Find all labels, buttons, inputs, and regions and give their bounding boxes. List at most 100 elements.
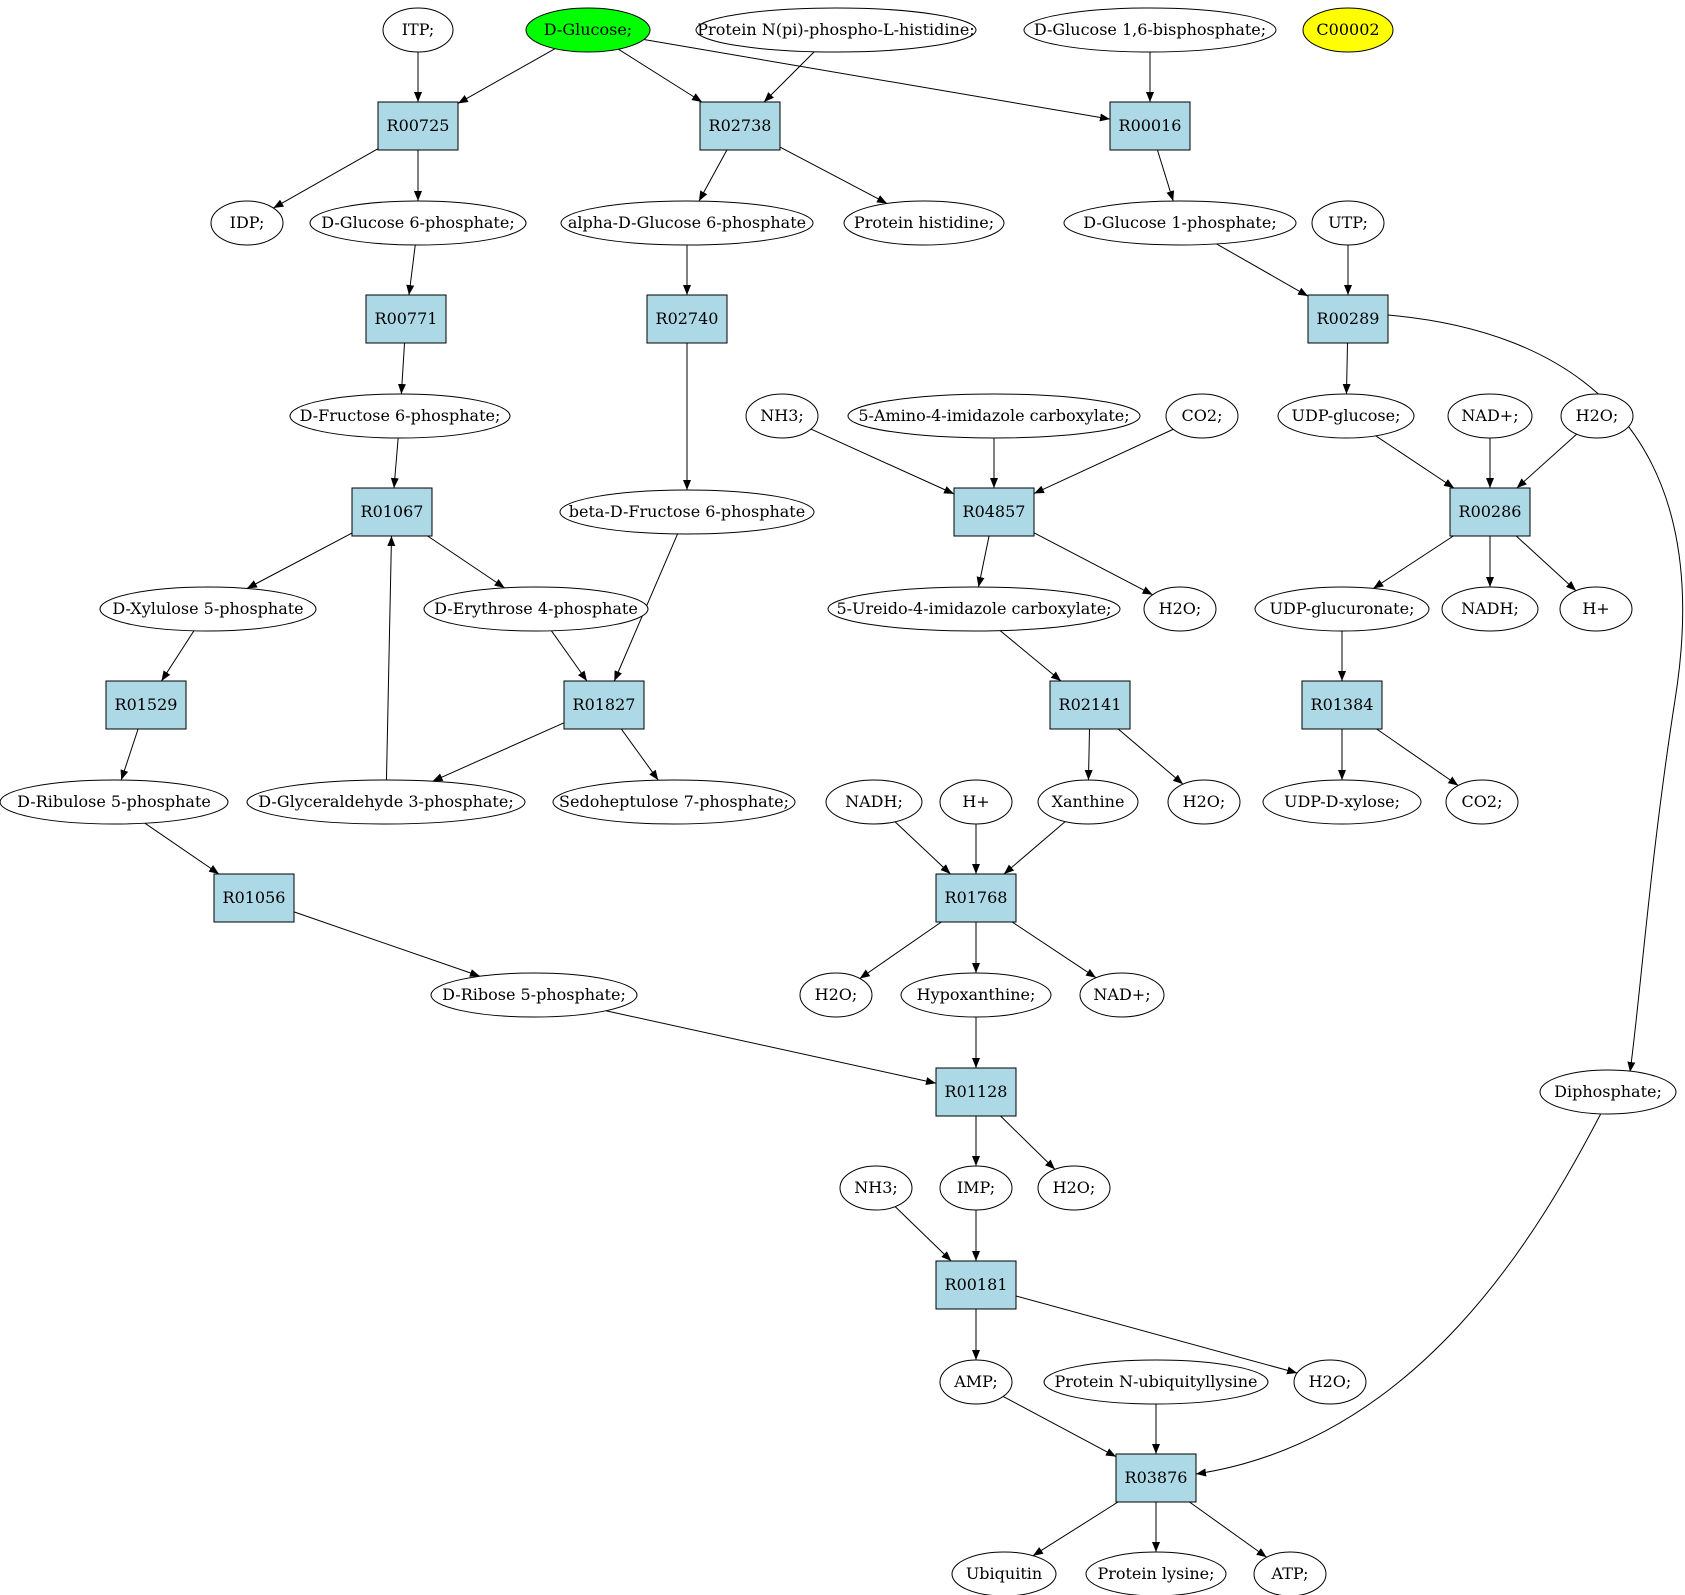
compound-ellipse bbox=[1539, 1069, 1677, 1115]
compound-node-c00002[interactable]: C00002 bbox=[1302, 7, 1394, 53]
compound-node-co2_b[interactable]: CO2; bbox=[1445, 779, 1519, 825]
compound-node-dga3p[interactable]: D-Glyceraldehyde 3-phosphate; bbox=[246, 779, 526, 825]
reaction-node-r01067[interactable]: R01067 bbox=[351, 487, 433, 537]
compound-node-bdf6p[interactable]: beta-D-Fructose 6-phosphate bbox=[559, 489, 815, 535]
compound-node-dglucose[interactable]: D-Glucose; bbox=[525, 7, 651, 53]
reaction-node-r02738[interactable]: R02738 bbox=[699, 101, 781, 151]
node-label: Protein histidine; bbox=[854, 213, 994, 232]
compound-node-co2_a[interactable]: CO2; bbox=[1165, 393, 1239, 439]
compound-node-dr5p[interactable]: D-Ribose 5-phosphate; bbox=[430, 972, 638, 1018]
node-label: AMP; bbox=[953, 1372, 998, 1391]
compound-node-xanthine[interactable]: Xanthine bbox=[1037, 779, 1139, 825]
edge-r01768-to-nadp_b bbox=[1011, 921, 1097, 979]
reaction-node-r03876[interactable]: R03876 bbox=[1115, 1453, 1197, 1503]
compound-node-df6p[interactable]: D-Fructose 6-phosphate; bbox=[289, 393, 511, 439]
node-label: NAD+; bbox=[1093, 985, 1150, 1004]
compound-node-dg6p[interactable]: D-Glucose 6-phosphate; bbox=[309, 200, 527, 246]
node-label: NH3; bbox=[854, 1178, 898, 1197]
reaction-node-r04857[interactable]: R04857 bbox=[953, 487, 1035, 537]
compound-node-nadh_a[interactable]: NADH; bbox=[1441, 586, 1539, 632]
reaction-node-r00289[interactable]: R00289 bbox=[1307, 294, 1389, 344]
reaction-node-r01529[interactable]: R01529 bbox=[105, 680, 187, 730]
edge-r04857-to-h2o_b bbox=[1033, 532, 1153, 596]
compound-node-nadp_b[interactable]: NAD+; bbox=[1079, 972, 1165, 1018]
compound-node-dx5p[interactable]: D-Xylulose 5-phosphate bbox=[99, 586, 317, 632]
edge-nh3_b-to-r00181 bbox=[894, 1206, 952, 1262]
compound-node-hypox[interactable]: Hypoxanthine; bbox=[900, 972, 1052, 1018]
compound-ellipse bbox=[825, 779, 923, 825]
reaction-node-r01384[interactable]: R01384 bbox=[1301, 680, 1383, 730]
compound-ellipse bbox=[839, 1165, 913, 1211]
compound-node-utp[interactable]: UTP; bbox=[1311, 200, 1385, 246]
compound-node-adg6p[interactable]: alpha-D-Glucose 6-phosphate bbox=[560, 200, 814, 246]
compound-node-protlys[interactable]: Protein lysine; bbox=[1085, 1551, 1227, 1595]
compound-ellipse bbox=[951, 1551, 1057, 1595]
reaction-node-r00725[interactable]: R00725 bbox=[377, 101, 459, 151]
compound-node-dr5p_ru[interactable]: D-Ribulose 5-phosphate bbox=[0, 779, 229, 825]
node-label: NADH; bbox=[1461, 599, 1519, 618]
compound-node-protein_his[interactable]: Protein histidine; bbox=[843, 200, 1005, 246]
node-label: ITP; bbox=[402, 20, 435, 39]
compound-node-nadp_a[interactable]: NAD+; bbox=[1447, 393, 1533, 439]
compound-node-nadh_b[interactable]: NADH; bbox=[825, 779, 923, 825]
edge-dg1p-to-r00289 bbox=[1216, 243, 1309, 297]
compound-ellipse bbox=[827, 586, 1121, 632]
compound-node-udpglc[interactable]: UDP-glucose; bbox=[1277, 393, 1415, 439]
node-label: H2O; bbox=[1159, 599, 1202, 618]
compound-ellipse bbox=[900, 972, 1052, 1018]
compound-ellipse bbox=[1085, 1551, 1227, 1595]
compound-node-de4p[interactable]: D-Erythrose 4-phosphate bbox=[423, 586, 649, 632]
compound-node-h2o_d[interactable]: H2O; bbox=[799, 972, 873, 1018]
compound-node-dg16bp[interactable]: D-Glucose 1,6-bisphosphate; bbox=[1023, 7, 1277, 53]
compound-node-protnph[interactable]: Protein N(pi)-phospho-L-histidine; bbox=[695, 7, 977, 53]
reaction-node-r01128[interactable]: R01128 bbox=[935, 1067, 1017, 1117]
reaction-node-r02141[interactable]: R02141 bbox=[1049, 680, 1131, 730]
compound-node-diphos[interactable]: Diphosphate; bbox=[1539, 1069, 1677, 1115]
compound-node-hplus_a[interactable]: H+ bbox=[1559, 586, 1633, 632]
node-label: NH3; bbox=[760, 406, 804, 425]
compound-node-h2o_e[interactable]: H2O; bbox=[1037, 1165, 1111, 1211]
reaction-node-r00016[interactable]: R00016 bbox=[1109, 101, 1191, 151]
compound-node-nh3_b[interactable]: NH3; bbox=[839, 1165, 913, 1211]
reaction-node-r01056[interactable]: R01056 bbox=[213, 873, 295, 923]
compound-node-idp[interactable]: IDP; bbox=[210, 200, 284, 246]
compound-node-h2o_f[interactable]: H2O; bbox=[1293, 1359, 1367, 1405]
compound-node-amp[interactable]: AMP; bbox=[939, 1359, 1013, 1405]
edge-h2o_a-to-r00286 bbox=[1516, 433, 1578, 489]
reaction-node-r02740[interactable]: R02740 bbox=[646, 294, 728, 344]
compound-ellipse bbox=[799, 972, 873, 1018]
compound-ellipse bbox=[210, 200, 284, 246]
compound-node-udpxyl[interactable]: UDP-D-xylose; bbox=[1262, 779, 1422, 825]
node-label: UTP; bbox=[1328, 213, 1368, 232]
edge-r00181-to-h2o_f bbox=[1015, 1295, 1298, 1375]
compound-node-imp[interactable]: IMP; bbox=[939, 1165, 1013, 1211]
edge-r01529-to-dr5p_ru bbox=[120, 728, 139, 781]
compound-node-atp[interactable]: ATP; bbox=[1253, 1551, 1327, 1595]
compound-node-s7p[interactable]: Sedoheptulose 7-phosphate; bbox=[552, 779, 796, 825]
compound-node-h2o_a[interactable]: H2O; bbox=[1560, 393, 1634, 439]
node-label: CO2; bbox=[1462, 792, 1503, 811]
compound-ellipse bbox=[423, 586, 649, 632]
compound-node-itp[interactable]: ITP; bbox=[382, 7, 454, 53]
reaction-node-r01827[interactable]: R01827 bbox=[563, 680, 645, 730]
compound-node-uica[interactable]: 5-Ureido-4-imidazole carboxylate; bbox=[827, 586, 1121, 632]
node-label: R00181 bbox=[945, 1275, 1008, 1294]
edge-r02738-to-protein_his bbox=[779, 146, 888, 204]
compound-node-dg1p[interactable]: D-Glucose 1-phosphate; bbox=[1063, 200, 1297, 246]
compound-node-h2o_b[interactable]: H2O; bbox=[1143, 586, 1217, 632]
compound-node-hplus_b[interactable]: H+ bbox=[939, 779, 1013, 825]
reaction-node-r00286[interactable]: R00286 bbox=[1449, 487, 1531, 537]
compound-ellipse bbox=[1445, 779, 1519, 825]
compound-node-protubq[interactable]: Protein N-ubiquityllysine bbox=[1043, 1359, 1269, 1405]
reaction-node-r00771[interactable]: R00771 bbox=[365, 294, 447, 344]
compound-node-h2o_c[interactable]: H2O; bbox=[1167, 779, 1241, 825]
reaction-node-r00181[interactable]: R00181 bbox=[935, 1260, 1017, 1310]
compound-node-udpglcur[interactable]: UDP-glucuronate; bbox=[1254, 586, 1430, 632]
node-label: R02141 bbox=[1059, 695, 1122, 714]
compound-node-aica[interactable]: 5-Amino-4-imidazole carboxylate; bbox=[847, 393, 1141, 439]
node-label: R01827 bbox=[573, 695, 636, 714]
compound-node-ubiquitin[interactable]: Ubiquitin bbox=[951, 1551, 1057, 1595]
reaction-node-r01768[interactable]: R01768 bbox=[935, 873, 1017, 923]
node-label: R02740 bbox=[656, 309, 719, 328]
compound-node-nh3_a[interactable]: NH3; bbox=[745, 393, 819, 439]
